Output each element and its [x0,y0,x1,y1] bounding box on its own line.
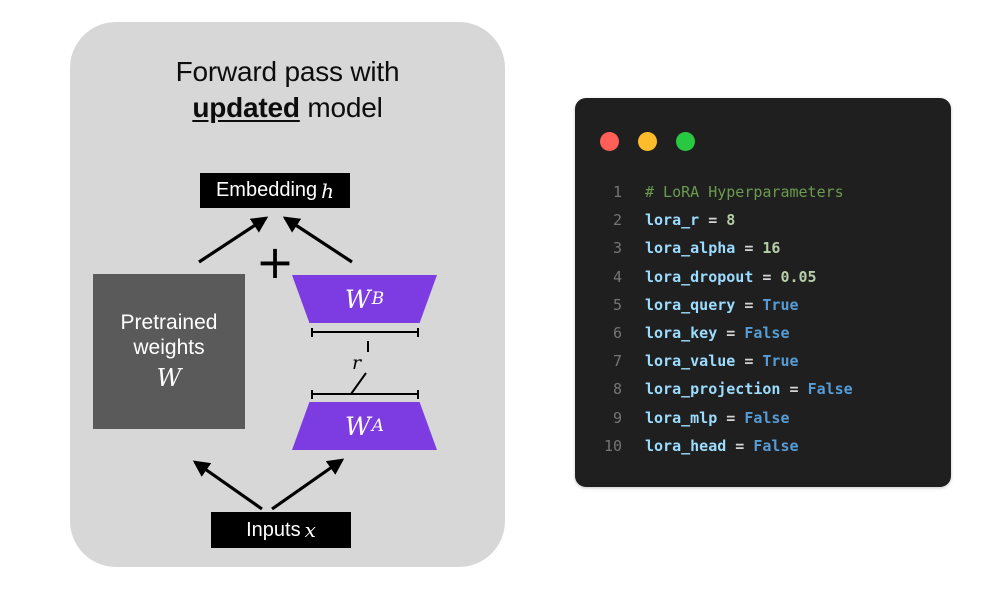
token-var: lora_mlp [645,408,718,427]
arrow-layer [192,216,369,511]
lora-matrix-b-subscript: B [371,289,385,309]
token-var: lora_projection [645,380,781,399]
rank-label: r [352,352,362,374]
code-text: lora_value = True [622,347,951,375]
embedding-label: Embedding [215,179,318,201]
lora-matrix-a-label: W [345,411,371,441]
inputs-label: Inputs [246,518,301,541]
pretrained-symbol: W [156,363,182,392]
code-text: lora_r = 8 [622,206,951,234]
window-controls [600,132,695,151]
diagram-title: Forward pass with updated model [70,54,505,127]
lora-matrix-b-label: W [344,284,371,314]
rank-bracket-bottom [311,390,419,399]
line-number: 9 [612,408,622,427]
code-text: lora_alpha = 16 [622,234,951,262]
token-bool: False [753,436,799,455]
token-op: = [735,295,763,314]
token-bool: False [744,408,790,427]
token-op: = [735,239,763,258]
code-line: 1 # LoRA Hyperparameters [575,178,951,206]
token-op: = [753,267,781,286]
token-num: 16 [762,239,781,258]
line-number: 10 [603,436,622,455]
token-var: lora_value [645,352,736,371]
lora-diagram-panel: Forward pass with updated model Embeddin… [70,22,505,567]
token-bool: False [744,324,790,343]
token-op: = [780,380,808,399]
code-text: lora_query = True [622,291,951,319]
diagram-title-tail: model [299,92,383,124]
token-op: = [699,211,727,230]
token-bool: True [762,295,799,314]
code-text: lora_projection = False [622,375,951,403]
line-number: 8 [612,380,622,399]
arrow-pretrained-to-embedding [198,216,269,264]
code-text: lora_key = False [622,319,951,347]
minimize-icon[interactable] [638,132,657,151]
rank-dimension-group: r [292,322,437,404]
rank-bracket-top [311,328,419,337]
line-number: 1 [612,183,622,201]
code-text: lora_head = False [622,432,951,460]
token-var: lora_key [645,324,718,343]
token-var: lora_dropout [645,267,754,286]
token-num: 0.05 [780,267,817,286]
line-number: 3 [612,239,622,258]
token-op: = [726,436,754,455]
token-var: lora_head [645,436,727,455]
arrow-lora-to-embedding [282,216,353,264]
arrow-inputs-to-lora [271,458,345,511]
token-var: lora_alpha [645,239,736,258]
token-var: lora_query [645,295,736,314]
lora-matrix-a-subscript: A [371,416,384,436]
token-var: lora_r [645,211,700,230]
token-bool: False [807,380,853,399]
token-op: = [735,352,763,371]
token-op: = [717,324,745,343]
pretrained-weights-box: Pretrained weights W [93,274,245,429]
pretrained-line1: Pretrained [120,310,218,334]
arrow-inputs-to-pretrained [192,460,263,511]
diagram-title-emphasis: updated [192,92,300,124]
line-number: 4 [612,267,622,286]
maximize-icon[interactable] [676,132,695,151]
line-number: 2 [612,211,622,230]
line-number: 7 [612,352,622,371]
token-num: 8 [726,211,736,230]
token-comment: # LoRA Hyperparameters [645,183,844,201]
close-icon[interactable] [600,132,619,151]
code-text: lora_mlp = False [622,404,951,432]
token-op: = [717,408,745,427]
rank-connector-lower [350,372,367,395]
line-number: 5 [612,295,622,314]
pretrained-line2: weights [133,336,205,360]
token-bool: True [762,352,799,371]
line-number: 6 [612,324,622,343]
diagram-title-line1: Forward pass with [175,56,400,87]
code-text: # LoRA Hyperparameters [622,178,951,206]
embedding-symbol: h [321,178,335,203]
code-text: lora_dropout = 0.05 [622,263,951,291]
inputs-symbol: x [304,518,316,542]
plus-icon: + [255,235,295,289]
